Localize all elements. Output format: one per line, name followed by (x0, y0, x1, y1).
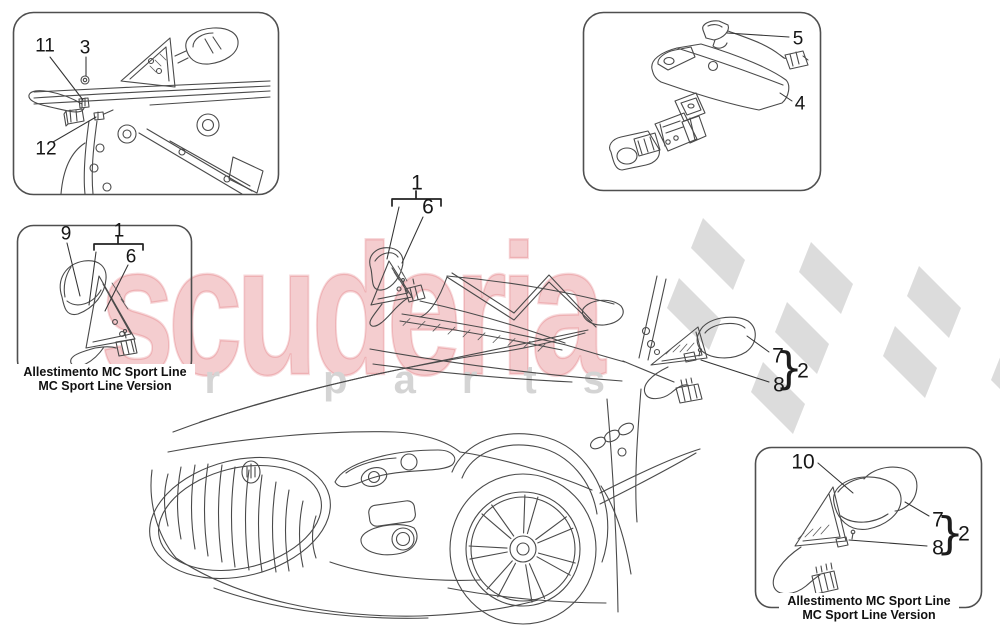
callout-6-center: 6 (422, 195, 434, 219)
center-mirror-drawing (369, 190, 442, 327)
brace-car: } (775, 343, 803, 394)
callout-12: 12 (35, 138, 57, 160)
panel-sport-line-left (16, 224, 193, 378)
callout-7-car: 7 (772, 344, 784, 368)
cowl-hatching (402, 318, 546, 352)
panel-door-detail (12, 11, 280, 196)
callout-7-box: 7 (932, 508, 944, 532)
callout-11: 11 (35, 35, 55, 57)
clip-11 (78, 97, 90, 109)
mirror-glass (863, 466, 918, 512)
fender-vent (618, 422, 634, 436)
callout-2-car: 2 (797, 359, 809, 383)
interior-mirror-body (651, 43, 790, 111)
callout-9: 9 (60, 223, 72, 245)
caption-line-english: MC Sport Line Version (802, 608, 936, 623)
front-wheel (449, 473, 597, 625)
fog-lamp (360, 524, 418, 556)
callout-6-left: 6 (125, 246, 137, 268)
panel-interior-mirror (582, 11, 822, 192)
callout-1-left: 1 (113, 220, 125, 242)
grille-slats (163, 463, 317, 573)
callout-2-box: 2 (958, 522, 970, 546)
door-mirror-drawing (641, 316, 770, 404)
callout-10: 10 (791, 450, 815, 474)
mirror-housing (833, 476, 902, 530)
checkered-flag-watermark (667, 218, 1000, 434)
caption-line-italian: Allestimento MC Sport Line (787, 594, 951, 608)
caption-line-english: MC Sport Line Version (38, 379, 172, 394)
caption-line-italian: Allestimento MC Sport Line (23, 365, 187, 379)
trident-emblem (241, 460, 261, 484)
mirror-head (185, 27, 239, 65)
mirror-housing (59, 260, 107, 316)
callout-4: 4 (794, 93, 806, 115)
callout-5: 5 (792, 28, 804, 50)
callout-8-box: 8 (932, 536, 944, 560)
headlight (334, 449, 456, 488)
wheel-spokes (468, 494, 576, 603)
grommet-3 (80, 75, 90, 85)
brace-box: } (936, 508, 964, 559)
caption-sport-line-left: Allestimento MC Sport Line MC Sport Line… (15, 364, 195, 395)
callout-1-center: 1 (411, 171, 423, 195)
clip-12 (93, 109, 114, 121)
callout-8-car: 8 (773, 373, 785, 397)
caption-sport-line-right: Allestimento MC Sport Line MC Sport Line… (779, 593, 959, 624)
callout-3: 3 (79, 37, 91, 59)
car-line-art (149, 272, 701, 625)
sensor-5 (702, 20, 729, 41)
